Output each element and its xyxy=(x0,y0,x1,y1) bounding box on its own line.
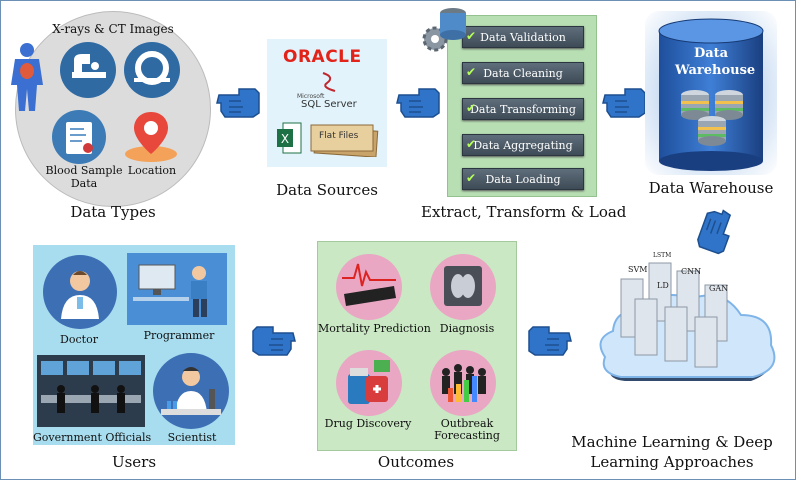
outcome-label: Mortality Prediction xyxy=(318,322,431,335)
data-types-panel: X-rays & CT Images Blood Sample Data Loc… xyxy=(15,11,211,207)
blood-sample-icon xyxy=(52,110,106,164)
oracle-logo: ORACLE xyxy=(283,47,362,67)
human-anatomy-icon xyxy=(5,41,49,113)
check-icon: ✔ xyxy=(466,137,477,151)
users-panel: Doctor Programmer Government Officials S… xyxy=(33,245,235,445)
drug-discovery-icon xyxy=(336,350,402,416)
xray-machine-icon xyxy=(60,42,116,98)
user-label: Government Officials xyxy=(33,431,152,444)
outcomes-panel: Mortality Prediction Diagnosis Drug Disc… xyxy=(317,241,517,451)
location-pin-icon xyxy=(120,106,182,166)
ml-tag: GAN xyxy=(709,284,729,293)
blood-sample-label: Blood Sample Data xyxy=(45,164,123,190)
database-gear-icon xyxy=(421,5,469,55)
outcome-label: Outbreak Forecasting xyxy=(434,417,500,442)
etl-step: ✔Data Validation xyxy=(462,26,584,48)
hand-pointer-icon xyxy=(215,81,261,121)
location-label: Location xyxy=(127,164,177,177)
microsoft-label: Microsoft xyxy=(297,93,325,100)
data-sources-panel: ORACLE Microsoft SQL Server X Flat Files xyxy=(267,39,387,167)
ml-tag: SVM xyxy=(628,265,648,274)
data-sources-caption: Data Sources xyxy=(276,181,378,199)
hand-pointer-icon xyxy=(395,81,441,121)
etl-caption: Extract, Transform & Load xyxy=(421,203,627,221)
outcome-label: Diagnosis xyxy=(439,322,495,335)
user-label: Doctor xyxy=(60,333,98,346)
warehouse-cylinder-label: Data Warehouse xyxy=(675,46,756,78)
ml-cloud-panel xyxy=(591,245,781,421)
ml-caption-line2: Learning Approaches xyxy=(590,453,754,471)
data-warehouse-caption: Data Warehouse xyxy=(648,179,774,197)
check-icon: ✔ xyxy=(466,171,477,185)
doctor-icon xyxy=(43,255,117,329)
data-warehouse-panel xyxy=(645,11,777,175)
svg-text:X: X xyxy=(281,132,289,146)
ml-tag: CNN xyxy=(681,267,702,276)
check-icon: ✔ xyxy=(466,101,477,115)
scientist-icon xyxy=(153,353,229,429)
etl-step: ✔Data Loading xyxy=(462,168,584,190)
hand-pointer-icon xyxy=(251,319,297,359)
hand-pointer-icon xyxy=(527,319,573,359)
data-types-caption: Data Types xyxy=(70,203,156,221)
user-label: Scientist xyxy=(167,431,217,444)
hand-pointer-icon xyxy=(691,203,744,260)
ml-caption-line1: Machine Learning & Deep xyxy=(571,433,773,451)
sql-server-label: SQL Server xyxy=(301,99,357,110)
check-icon: ✔ xyxy=(466,65,477,79)
etl-step: ✔Data Transforming xyxy=(462,98,584,120)
check-icon: ✔ xyxy=(466,29,477,43)
outcomes-caption: Outcomes xyxy=(377,453,455,471)
mortality-prediction-icon xyxy=(336,254,402,320)
hand-pointer-icon xyxy=(601,81,647,121)
outcome-label: Drug Discovery xyxy=(324,417,412,430)
ml-tag: LD xyxy=(657,281,669,290)
outbreak-forecasting-icon xyxy=(430,350,496,416)
users-caption: Users xyxy=(111,453,157,471)
sql-server-icon xyxy=(319,71,339,93)
excel-icon: X xyxy=(275,121,303,155)
etl-step: ✔Data Cleaning xyxy=(462,62,584,84)
diagnosis-icon xyxy=(430,254,496,320)
flat-files-icon xyxy=(309,123,381,158)
etl-panel: ✔Data Validation ✔Data Cleaning ✔Data Tr… xyxy=(447,15,597,197)
warehouse-cylinder-icon xyxy=(658,18,764,171)
ml-tag: LSTM xyxy=(653,252,672,259)
ml-server-cluster-icon xyxy=(599,262,776,381)
user-label: Programmer xyxy=(143,329,215,342)
programmer-icon xyxy=(127,253,227,325)
xray-label: X-rays & CT Images xyxy=(52,22,174,36)
government-officials-icon xyxy=(37,355,145,427)
flat-files-label: Flat Files xyxy=(319,131,359,141)
ct-scanner-icon xyxy=(124,42,180,98)
etl-step: ✔Data Aggregating xyxy=(462,134,584,156)
